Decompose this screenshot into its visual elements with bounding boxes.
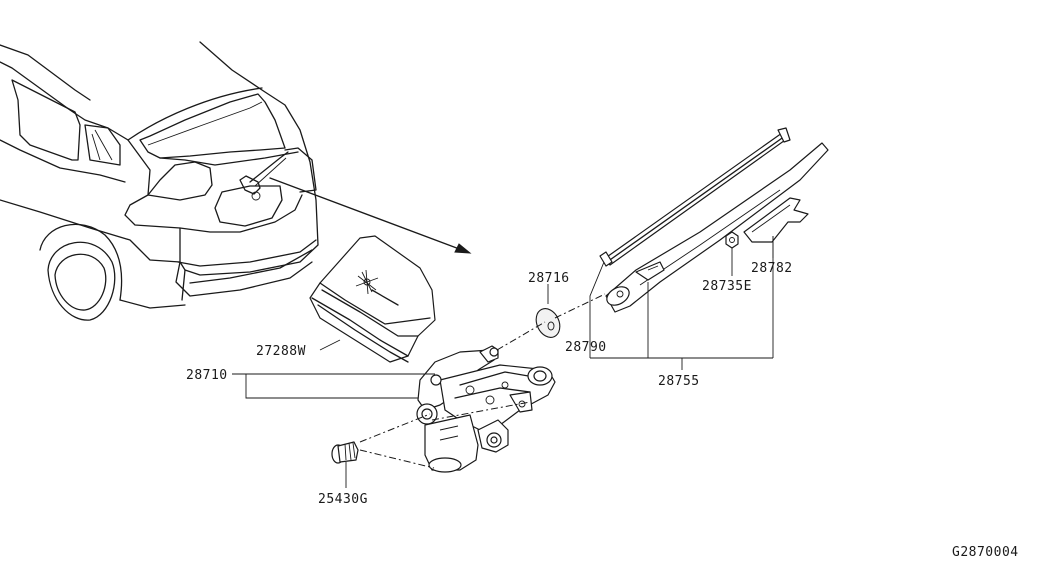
- wiper-blade: [599, 127, 791, 267]
- label-28782: 28782: [751, 261, 793, 276]
- label-28790: 28790: [565, 340, 607, 355]
- mounting-bolt: [331, 441, 359, 464]
- diagram-code: G2870004: [952, 545, 1019, 560]
- assembly-center-lines: [359, 293, 606, 469]
- part-labels: 28716 28790 28735E 28782 28755 27288W 28…: [186, 261, 1019, 560]
- label-28755: 28755: [658, 374, 700, 389]
- label-28716: 28716: [528, 271, 570, 286]
- leader-lines: [232, 236, 774, 488]
- label-28735e: 28735E: [702, 279, 752, 294]
- pivot-washer: [535, 308, 561, 338]
- label-25430g: 25430G: [318, 492, 368, 507]
- wiper-arm: [605, 142, 829, 313]
- vehicle-rear-illustration: [0, 41, 472, 321]
- wiper-arm-nut: [725, 231, 739, 249]
- label-28710: 28710: [186, 368, 228, 383]
- label-27288w: 27288W: [256, 344, 306, 359]
- wiper-arm-cap: [743, 197, 809, 243]
- wiper-motor-cover: [309, 235, 436, 363]
- wiper-motor-assembly: [416, 345, 556, 473]
